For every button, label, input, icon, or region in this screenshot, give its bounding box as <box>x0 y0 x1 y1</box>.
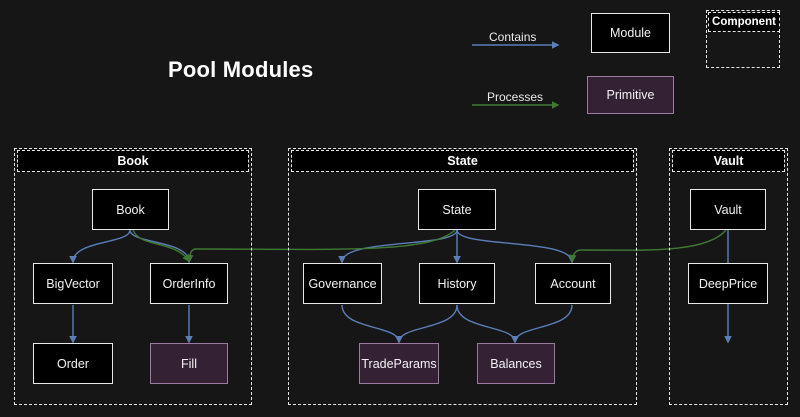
group-state <box>288 148 637 405</box>
node-book-bigvector-label: BigVector <box>46 276 100 291</box>
group-book-label: Book <box>117 154 149 168</box>
node-book-orderinfo-label: OrderInfo <box>162 276 216 291</box>
legend-module-label: Module <box>610 26 651 40</box>
node-state-state-label: State <box>442 202 472 217</box>
node-vault-vault-label: Vault <box>714 202 742 217</box>
node-state-state[interactable]: State <box>418 189 496 230</box>
edge-book-to-bigvector <box>69 229 131 264</box>
edge-state-to-account <box>456 229 576 264</box>
node-state-governance[interactable]: Governance <box>303 263 382 304</box>
node-vault-deepprice[interactable]: DeepPrice <box>688 263 768 304</box>
edge-state-processes-orderinfo <box>185 229 456 263</box>
node-state-tradeparams[interactable]: TradeParams <box>359 343 439 384</box>
edge-account-to-balances <box>511 304 573 344</box>
node-state-tradeparams-label: TradeParams <box>361 356 437 371</box>
group-book <box>14 148 252 405</box>
node-vault-deepprice-label: DeepPrice <box>698 276 758 291</box>
node-state-history-label: History <box>437 276 477 291</box>
node-book-book-label: Book <box>116 202 145 217</box>
legend-primitive-label: Primitive <box>606 88 655 102</box>
node-state-balances-label: Balances <box>490 356 542 371</box>
edge-history-to-tradeparams <box>395 304 458 344</box>
node-book-bigvector[interactable]: BigVector <box>33 263 113 304</box>
edge-state-to-governance <box>338 229 458 264</box>
node-vault-vault[interactable]: Vault <box>690 189 766 230</box>
node-book-fill[interactable]: Fill <box>150 343 228 384</box>
legend-processes-label: Processes <box>487 90 544 104</box>
legend-module-box: Module <box>591 13 670 53</box>
legend-processes-arrow <box>472 101 560 109</box>
group-state-header: State <box>291 150 634 172</box>
node-state-account-label: Account <box>550 276 596 291</box>
legend-contains-label: Contains <box>489 30 537 44</box>
node-state-history[interactable]: History <box>419 263 495 304</box>
node-state-balances[interactable]: Balances <box>477 343 555 384</box>
node-book-order[interactable]: Order <box>33 343 113 384</box>
node-book-orderinfo[interactable]: OrderInfo <box>150 263 228 304</box>
node-book-fill-label: Fill <box>181 356 197 371</box>
legend-component-box <box>706 10 780 68</box>
legend-contains-arrow <box>472 41 560 49</box>
node-book-book[interactable]: Book <box>92 189 169 230</box>
group-book-header: Book <box>17 150 249 172</box>
edge-vault-processes-account <box>568 229 727 263</box>
legend-component-header: Component <box>708 12 780 32</box>
group-vault <box>669 148 788 405</box>
legend-primitive-box: Primitive <box>587 76 674 114</box>
group-vault-label: Vault <box>713 154 744 168</box>
group-vault-header: Vault <box>672 150 785 172</box>
group-state-label: State <box>447 154 478 168</box>
edge-book-processes-orderinfo <box>132 229 190 263</box>
legend-component-label: Component <box>712 16 776 28</box>
node-state-account[interactable]: Account <box>535 263 611 304</box>
node-book-order-label: Order <box>57 356 89 371</box>
page-title: Pool Modules <box>168 57 314 82</box>
node-state-governance-label: Governance <box>308 276 377 291</box>
